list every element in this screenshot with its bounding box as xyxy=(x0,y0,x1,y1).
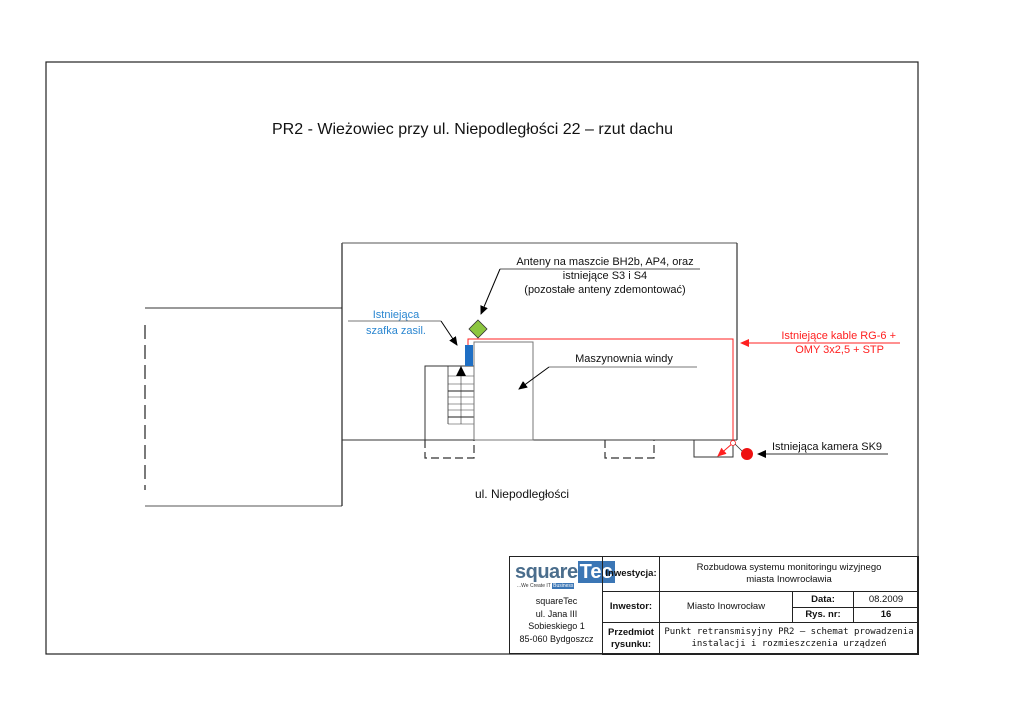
camera-niche xyxy=(693,440,734,458)
machine-room xyxy=(473,341,534,441)
machine-room-leader xyxy=(518,366,697,390)
antenna-label-line1: Anteny na maszcie BH2b, AP4, oraz xyxy=(516,256,693,268)
przedmiot-value: Punkt retransmisyjny PR2 – schemat prowa… xyxy=(659,622,919,655)
cables-label-line1: Istniejące kable RG-6 + xyxy=(781,330,896,342)
machine-room-label: Maszynownia windy xyxy=(575,353,673,365)
cables-label-line2: OMY 3x2,5 + STP xyxy=(795,344,884,356)
logo-word-tec: Tec xyxy=(577,561,615,583)
company-slogan: ...We Create IT Business xyxy=(517,583,575,589)
przedmiot-label-line: Przedmiot xyxy=(608,626,654,638)
data-label: Data: xyxy=(792,591,854,608)
address-line: 85-060 Bydgoszcz xyxy=(519,633,594,644)
staircase xyxy=(424,365,475,441)
address-line: ul. Jana III xyxy=(535,608,578,619)
inwestycja-line: Rozbudowa systemu monitoringu wizyjnego xyxy=(696,562,882,574)
address-line: squareTec xyxy=(535,596,578,606)
inwestycja-line: miasta Inowrocławia xyxy=(746,574,832,585)
antenna-leader xyxy=(480,268,700,315)
camera-sk9-icon xyxy=(741,448,753,460)
logo-word-square: square xyxy=(515,561,578,583)
antenna-label-line2: istniejące S3 i S4 xyxy=(563,270,647,282)
przedmiot-line: Punkt retransmisyjny PR2 – schemat prowa… xyxy=(664,627,914,638)
roof-outline xyxy=(342,242,738,441)
cabinet-leader xyxy=(348,320,458,346)
przedmiot-label-line: rysunku: xyxy=(610,638,652,650)
neighbour-building xyxy=(144,243,343,507)
street-label: ul. Niepodległości xyxy=(475,487,569,501)
antenna-mast-icon xyxy=(468,319,488,339)
data-value: 08.2009 xyxy=(853,591,919,608)
camera-label: Istniejąca kamera SK9 xyxy=(772,441,882,453)
rys-value: 16 xyxy=(853,607,919,623)
rys-label: Rys. nr: xyxy=(792,607,854,623)
inwestycja-value: Rozbudowa systemu monitoringu wizyjnego … xyxy=(659,556,919,592)
inwestor-value: Miasto Inowrocław xyxy=(659,591,793,623)
slogan-text: ...We Create IT xyxy=(517,583,551,589)
przedmiot-label: Przedmiot rysunku: xyxy=(602,622,660,655)
slogan-highlight: Business xyxy=(552,583,575,589)
cable-route xyxy=(467,338,736,457)
inwestycja-label: Inwestycja: xyxy=(602,556,660,592)
address-line: Sobieskiego 1 xyxy=(528,621,585,631)
drawing-title: PR2 - Wieżowiec przy ul. Niepodległości … xyxy=(272,121,673,138)
cabinet-label-line1: Istniejąca xyxy=(373,309,420,321)
przedmiot-line: instalacji i rozmieszczenia urządzeń xyxy=(691,638,887,649)
cabinet-label-line2: szafka zasil. xyxy=(366,325,426,337)
stair-direction-arrow xyxy=(456,366,466,376)
company-address: squareTec ul. Jana III Sobieskiego 1 85-… xyxy=(510,595,603,645)
dashed-projections xyxy=(424,440,655,459)
sheet-frame xyxy=(45,61,919,655)
power-cabinet xyxy=(465,345,473,366)
inwestor-label: Inwestor: xyxy=(602,591,660,623)
antenna-label-line3: (pozostałe anteny zdemontować) xyxy=(524,284,685,296)
